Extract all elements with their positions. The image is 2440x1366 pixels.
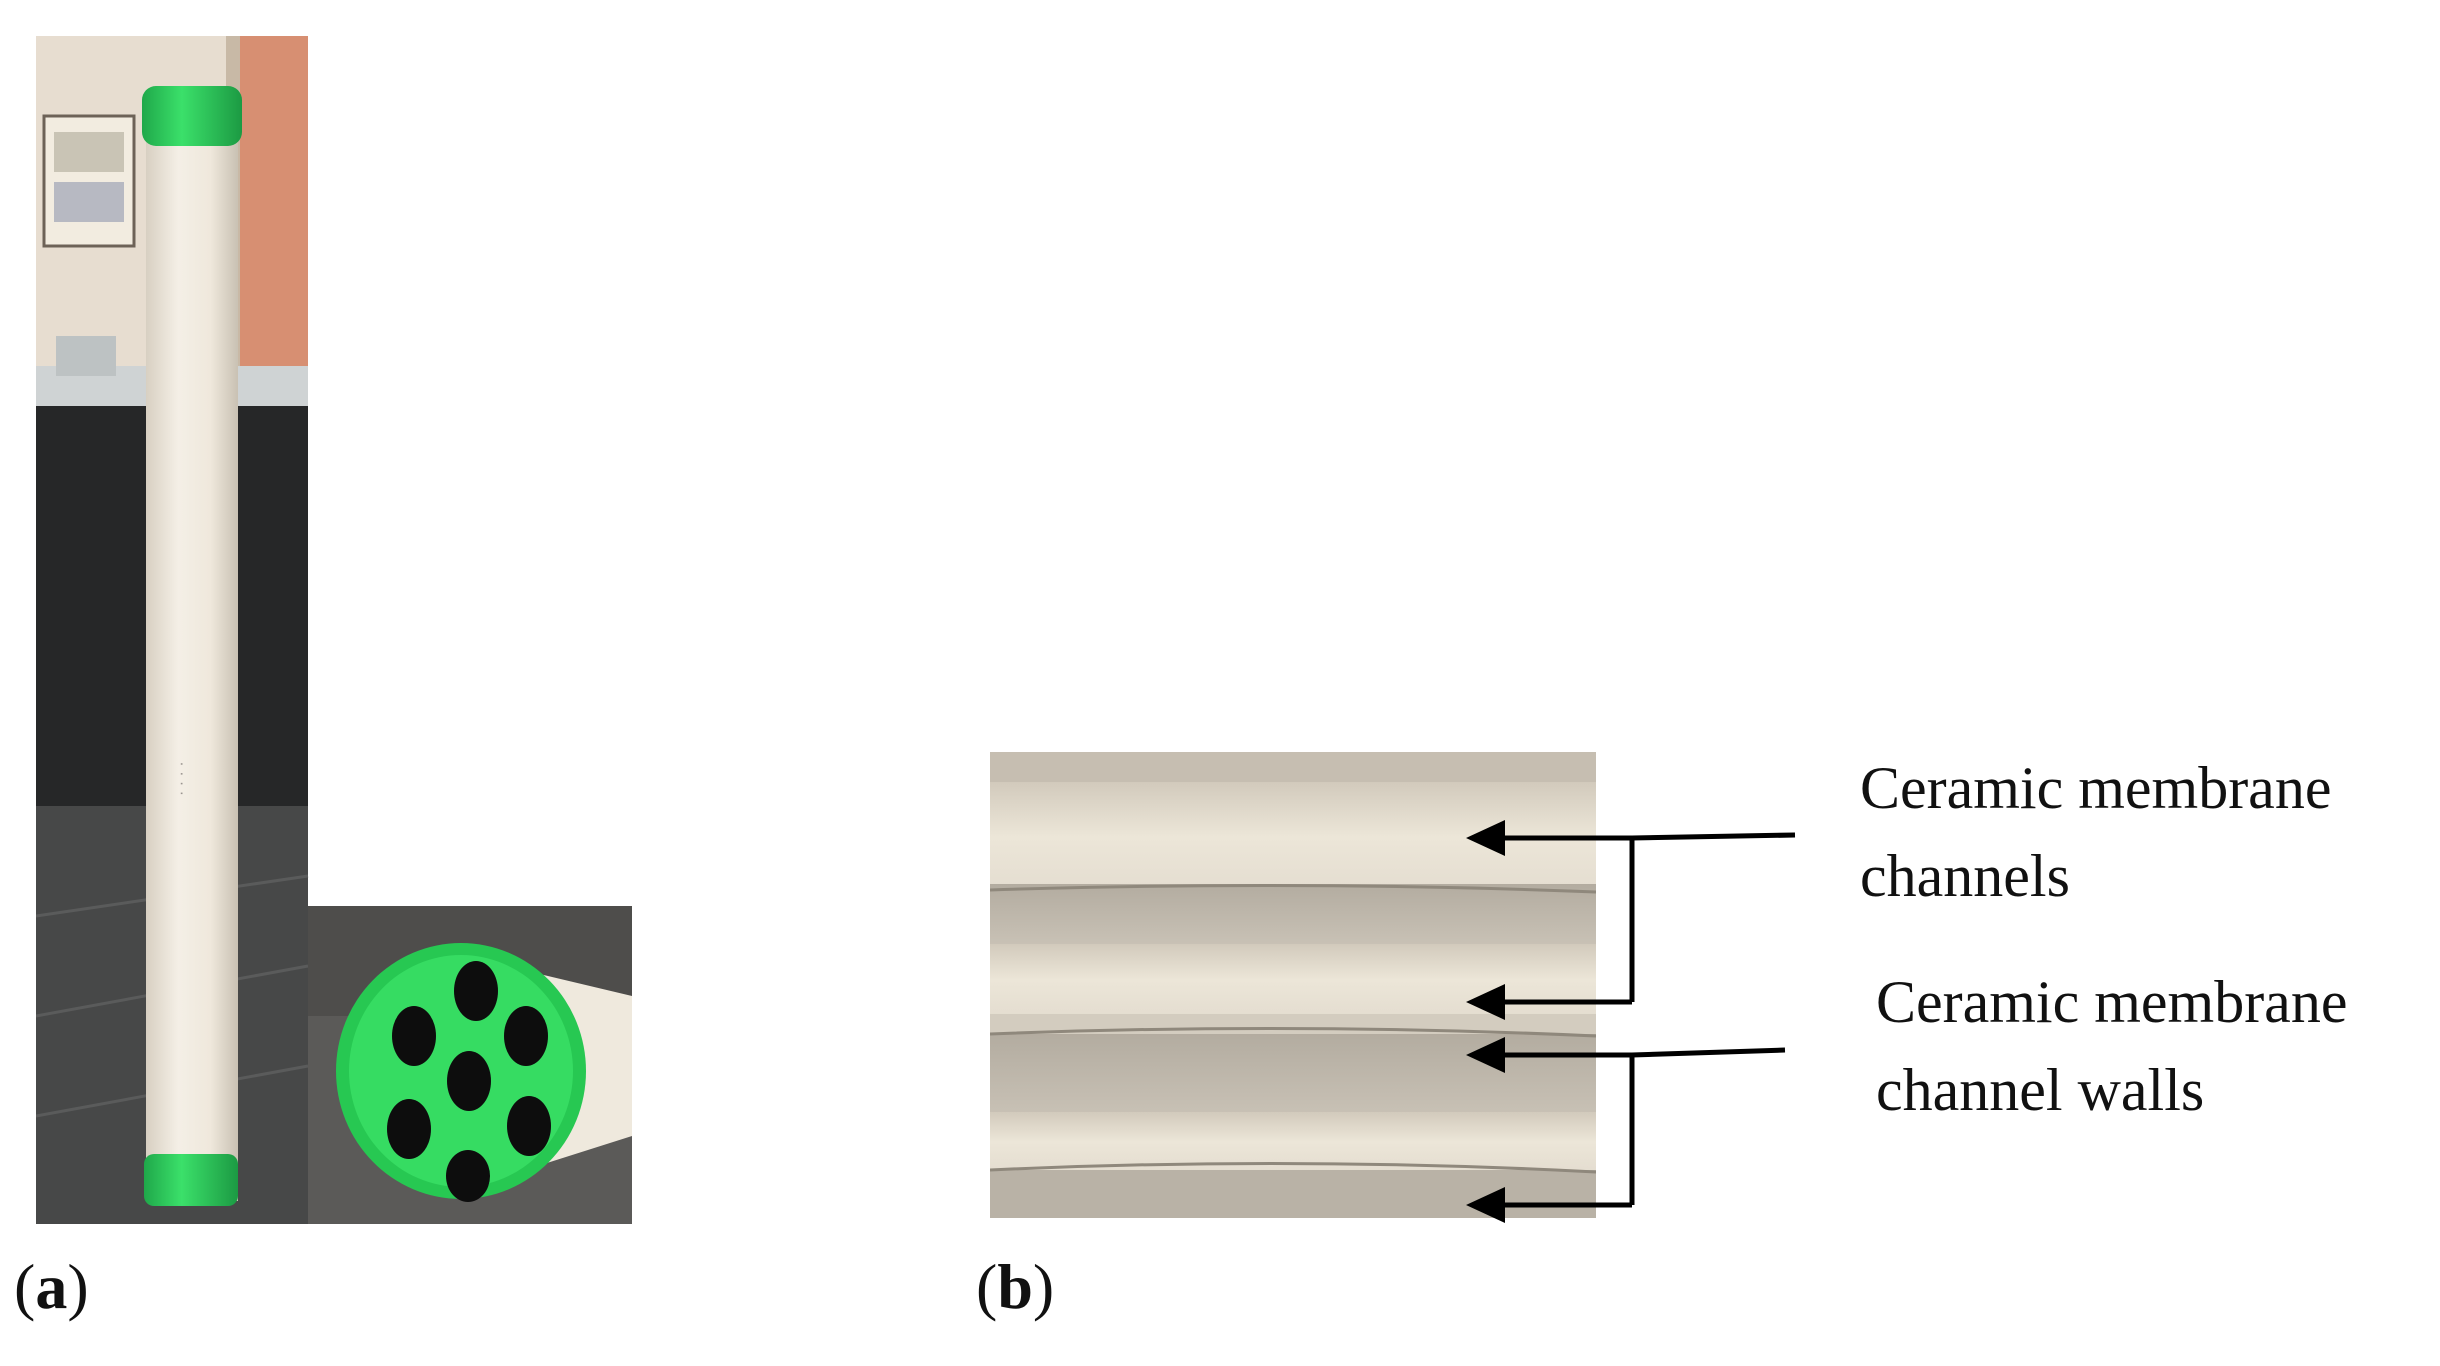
- panel-b-label: (b): [976, 1251, 1055, 1322]
- membrane-cross-section-photo: [990, 752, 1596, 1218]
- svg-text:· · · ·: · · · ·: [173, 761, 190, 796]
- membrane-tube-photo: · · · ·: [36, 36, 632, 1224]
- callout-channel-walls: Ceramic membrane channel walls: [1876, 958, 2347, 1134]
- panel-a: · · · ·: [36, 36, 632, 1224]
- callout-walls-line1: Ceramic membrane: [1876, 969, 2348, 1035]
- panel-a-label: (a): [14, 1251, 89, 1322]
- callout-channels-line2: channels: [1860, 843, 2070, 909]
- callout-channels: Ceramic membrane channels: [1860, 744, 2331, 920]
- callout-walls-line2: channel walls: [1876, 1057, 2205, 1123]
- callout-channels-line1: Ceramic membrane: [1860, 755, 2332, 821]
- panel-b: [990, 752, 1596, 1218]
